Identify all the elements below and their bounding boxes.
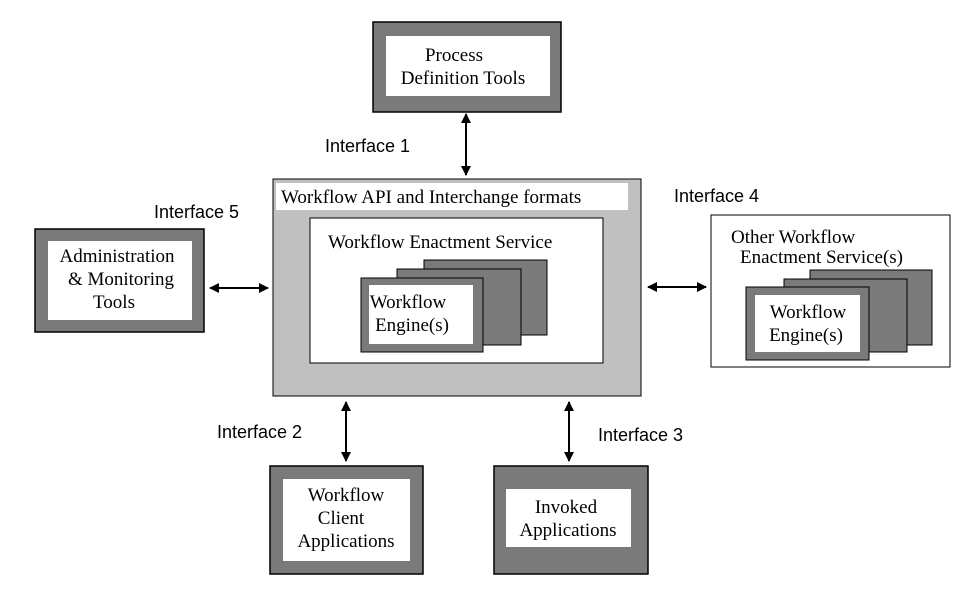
client-line2: Client: [318, 508, 365, 529]
engine-line1: Workflow: [370, 292, 447, 313]
admin-line1: Administration: [59, 246, 175, 267]
admin-line3: Tools: [93, 292, 135, 313]
other-enactment-box: Other Workflow Enactment Service(s) Work…: [710, 214, 951, 368]
enactment-service-title: Workflow Enactment Service: [328, 232, 552, 253]
client-line3: Applications: [297, 531, 394, 552]
interface-5-label: Interface 5: [154, 202, 239, 222]
other-enactment-line1: Other Workflow: [731, 227, 856, 248]
interface-2-label: Interface 2: [217, 422, 302, 442]
client-applications-box: Workflow Client Applications: [269, 465, 424, 575]
interface-4-label: Interface 4: [674, 186, 759, 206]
other-engine-line2: Engine(s): [769, 325, 843, 346]
interface-3-label: Interface 3: [598, 425, 683, 445]
engine-line2: Engine(s): [375, 315, 449, 336]
invoked-line2: Applications: [519, 520, 616, 541]
other-enactment-line2: Enactment Service(s): [740, 247, 903, 268]
other-engine-line1: Workflow: [770, 302, 847, 323]
process-definition-tools-box: Process Definition Tools: [372, 21, 562, 113]
client-line1: Workflow: [308, 485, 385, 506]
invoked-applications-box: Invoked Applications: [493, 465, 649, 575]
interface-1-label: Interface 1: [325, 136, 410, 156]
admin-monitoring-box: Administration & Monitoring Tools: [34, 228, 205, 333]
admin-line2: & Monitoring: [68, 269, 175, 290]
enactment-service-box: Workflow Enactment Service Workflow Engi…: [309, 217, 604, 364]
process-definition-line2: Definition Tools: [401, 68, 525, 89]
invoked-line1: Invoked: [535, 497, 598, 518]
workflow-api-title: Workflow API and Interchange formats: [281, 187, 581, 208]
process-definition-line1: Process: [425, 45, 483, 66]
